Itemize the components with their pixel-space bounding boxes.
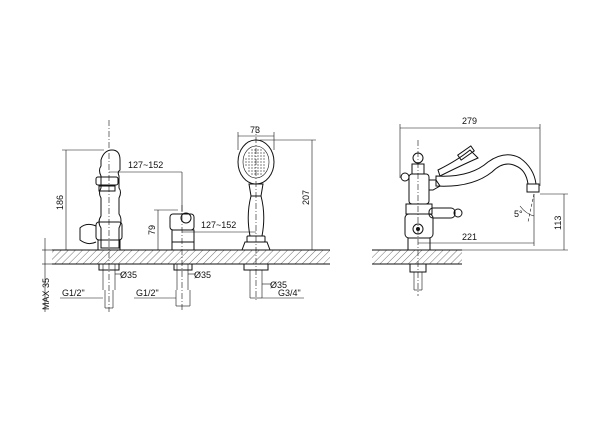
nozzle-dot	[248, 158, 250, 160]
nozzle-dot	[257, 161, 259, 163]
nozzle-dot	[248, 164, 250, 166]
thread-spout-label: G1/2"	[62, 288, 85, 298]
nozzle-dot	[251, 167, 253, 169]
nozzle-dot	[245, 158, 247, 160]
nozzle-dot	[260, 155, 262, 157]
side-reach-dimension: 221	[418, 194, 535, 246]
valve-height-dimension: 79	[147, 209, 178, 250]
side-height-dimension: 113	[462, 193, 568, 251]
nozzle-dot	[254, 167, 256, 169]
nozzle-dot	[248, 167, 250, 169]
nozzle-dot	[257, 167, 259, 169]
diameter-callouts: Ø35 Ø35 Ø35	[115, 270, 287, 290]
thread-callouts: G1/2" G1/2" G3/4"	[60, 288, 304, 299]
side-view-faucet	[400, 140, 540, 296]
nozzle-dot	[263, 164, 265, 166]
dia-spout-label: Ø35	[120, 270, 137, 280]
nozzle-dot	[248, 161, 250, 163]
deck-surface-side	[372, 249, 462, 265]
spout-faucet	[79, 120, 123, 312]
spacing-b-label: 127~152	[201, 220, 236, 230]
nozzle-dot	[260, 170, 262, 172]
spout-height-label: 186	[55, 195, 65, 210]
nozzle-dot	[254, 164, 256, 166]
side-angle-dimension: 5°	[514, 193, 535, 223]
nozzle-dot	[251, 161, 253, 163]
nozzle-dot	[260, 173, 262, 175]
shower-height-label: 207	[301, 190, 311, 205]
nozzle-dot	[251, 164, 253, 166]
nozzle-dot	[263, 152, 265, 154]
spacing-a-label: 127~152	[128, 160, 163, 170]
nozzle-dot	[251, 173, 253, 175]
nozzle-dot	[251, 152, 253, 154]
dia-shower-label: Ø35	[270, 280, 287, 290]
side-length-label: 279	[462, 116, 477, 126]
hand-shower	[237, 126, 275, 302]
valve-height-label: 79	[147, 225, 157, 235]
nozzle-dot	[257, 170, 259, 172]
nozzle-dot	[254, 155, 256, 157]
side-angle-label: 5°	[514, 209, 523, 219]
nozzle-dot	[248, 170, 250, 172]
nozzle-dot	[260, 167, 262, 169]
shower-width-label: 73	[250, 125, 260, 135]
thread-shower-label: G3/4"	[278, 288, 301, 298]
max-depth-dimension: MAX 35	[41, 238, 56, 312]
side-length-dimension: 279	[399, 116, 541, 186]
nozzle-dot	[254, 149, 256, 151]
nozzle-dot	[257, 164, 259, 166]
nozzle-dot	[251, 158, 253, 160]
nozzle-dot	[257, 158, 259, 160]
nozzle-dot	[263, 170, 265, 172]
nozzle-dot	[254, 173, 256, 175]
nozzle-dot	[263, 161, 265, 163]
nozzle-dot	[260, 164, 262, 166]
nozzle-dot	[263, 158, 265, 160]
dia-valve-label: Ø35	[194, 270, 211, 280]
nozzle-dot	[251, 170, 253, 172]
nozzle-dot	[263, 167, 265, 169]
mixing-valve	[169, 205, 195, 310]
nozzle-dot	[254, 152, 256, 154]
nozzle-dot	[260, 152, 262, 154]
nozzle-dot	[263, 155, 265, 157]
shower-height-dimension: 207	[260, 139, 316, 250]
nozzle-dot	[257, 149, 259, 151]
nozzle-dot	[257, 155, 259, 157]
nozzle-dot	[248, 152, 250, 154]
spacing-b-dimension: 127~152	[182, 220, 256, 233]
nozzle-dot	[257, 173, 259, 175]
nozzle-dot	[245, 161, 247, 163]
thread-valve-label: G1/2"	[136, 288, 159, 298]
shower-head-nozzles	[245, 149, 265, 175]
deck-surface-front	[52, 249, 330, 265]
nozzle-dot	[254, 161, 256, 163]
side-height-label: 113	[553, 216, 563, 230]
nozzle-dot	[260, 149, 262, 151]
max-depth-label: MAX 35	[41, 278, 51, 310]
nozzle-dot	[260, 158, 262, 160]
side-reach-label: 221	[462, 232, 477, 242]
nozzle-dot	[260, 161, 262, 163]
spout-height-dimension: 186	[55, 149, 104, 250]
nozzle-dot	[254, 170, 256, 172]
nozzle-dot	[257, 152, 259, 154]
shower-width-dimension: 73	[237, 125, 275, 150]
nozzle-dot	[248, 155, 250, 157]
nozzle-dot	[251, 149, 253, 151]
nozzle-dot	[251, 155, 253, 157]
nozzle-dot	[245, 164, 247, 166]
nozzle-dot	[254, 158, 256, 160]
